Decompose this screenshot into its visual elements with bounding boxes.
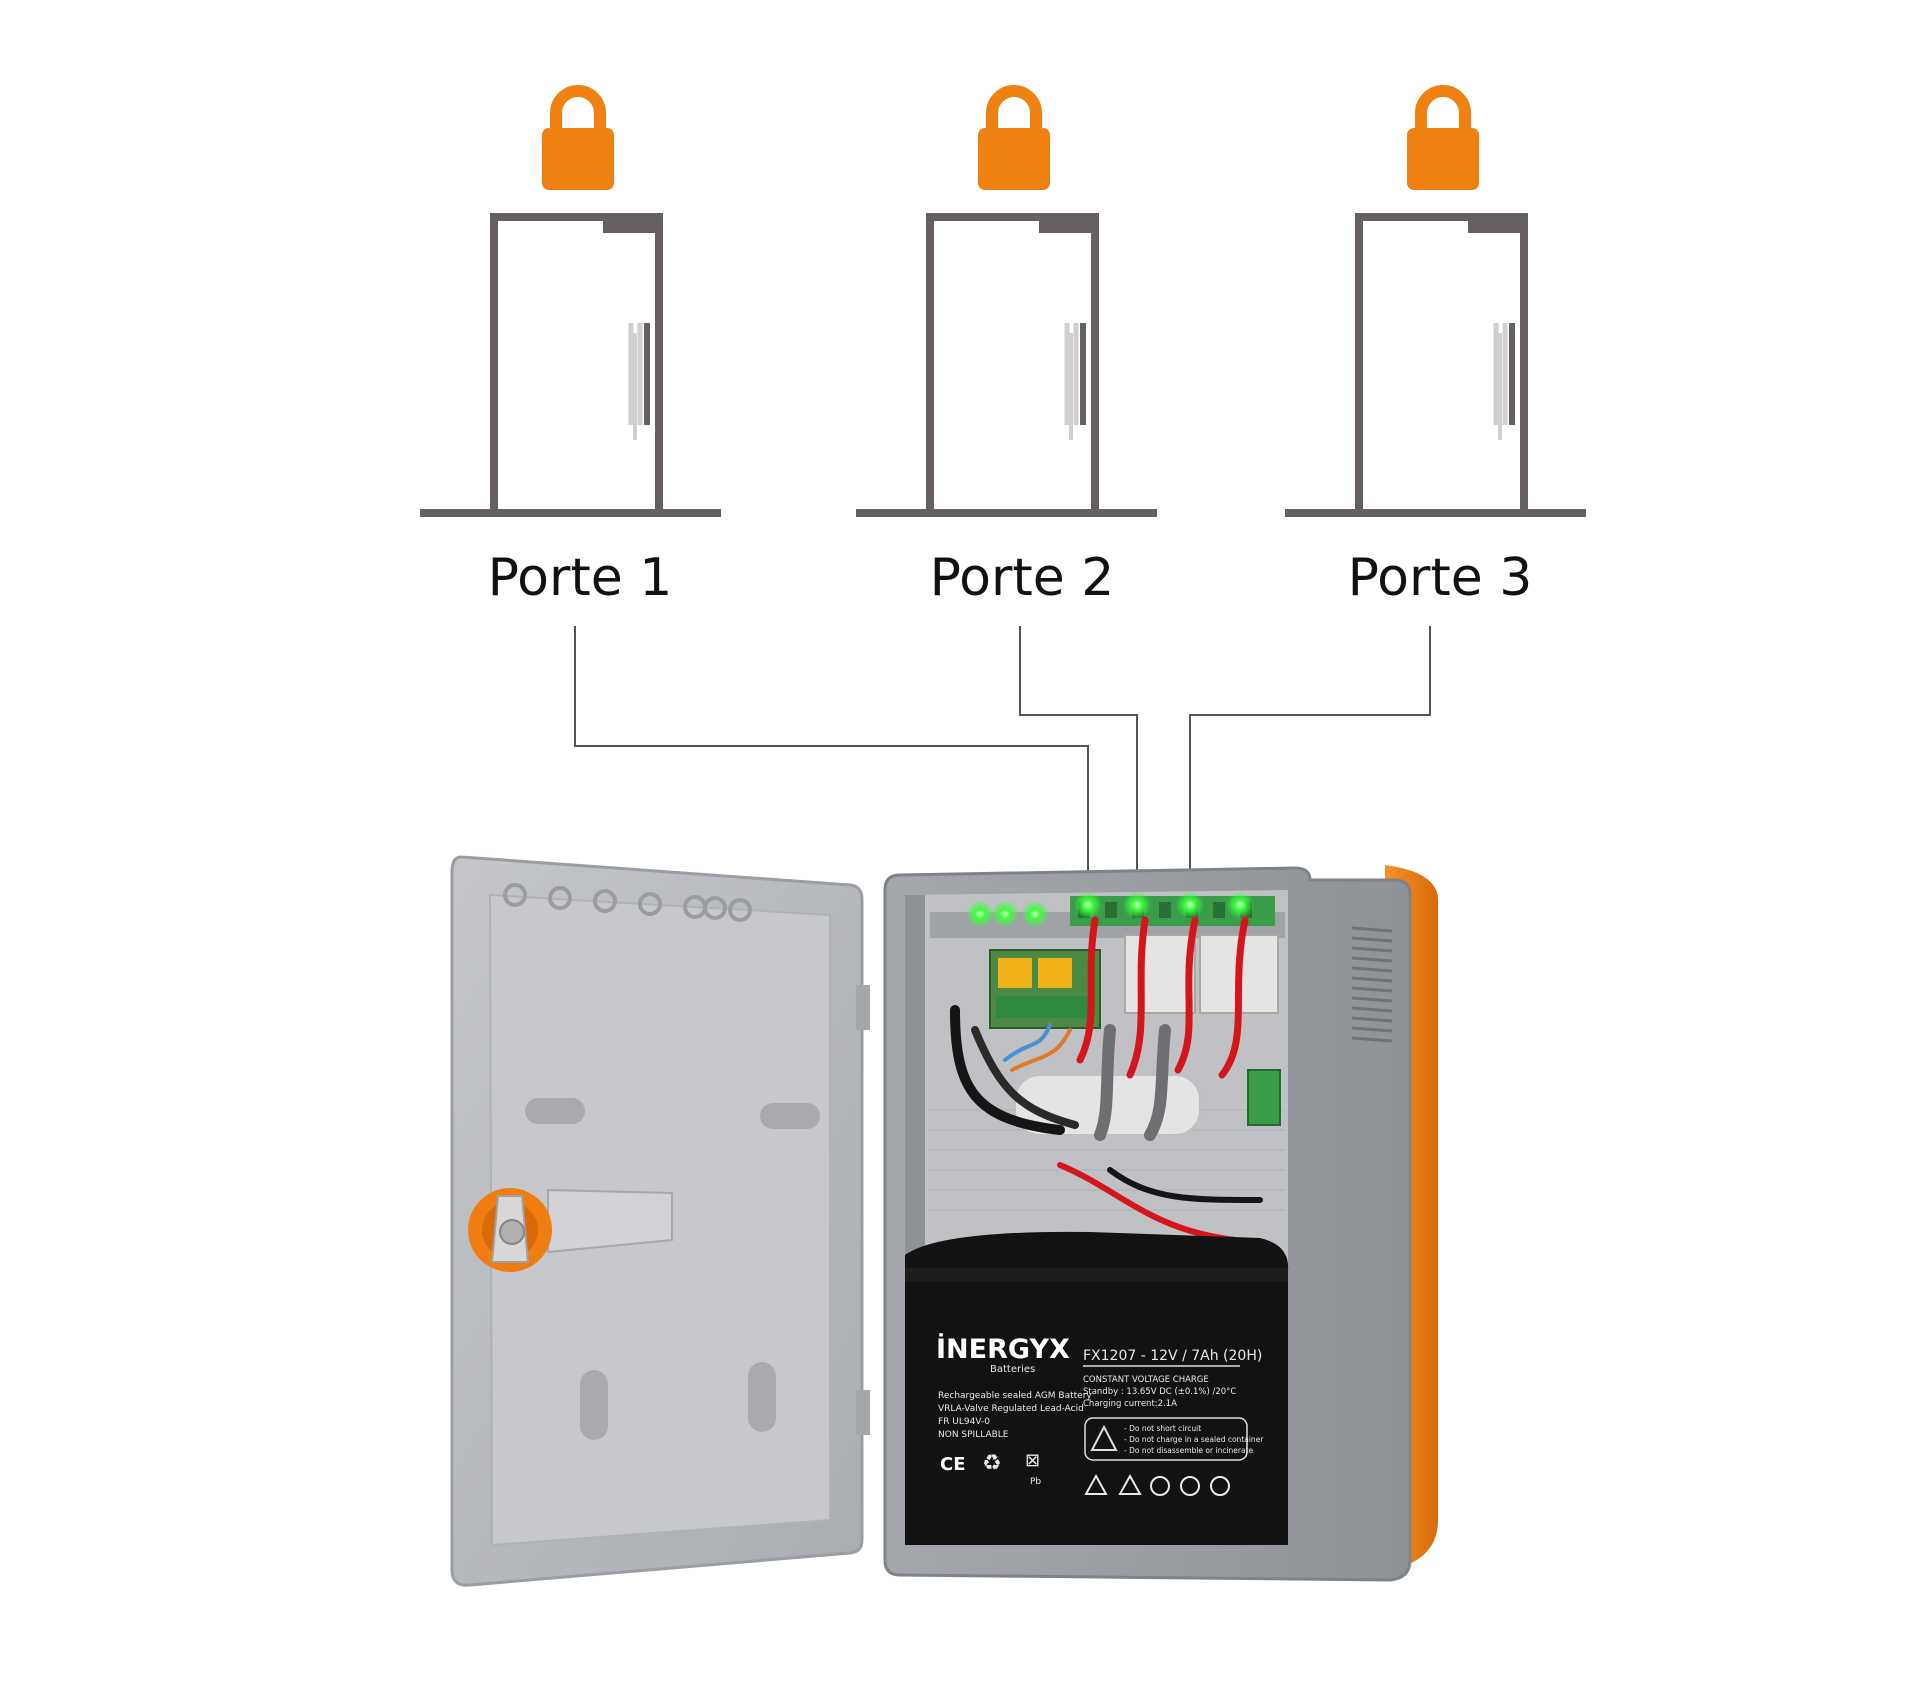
hazard-icon [1084, 1473, 1108, 1495]
lid-slot [760, 1103, 820, 1129]
battery-model: FX1207 - 12V / 7Ah (20H) [1083, 1348, 1262, 1364]
door-frame [926, 213, 1099, 513]
led-indicator-icon [1074, 891, 1102, 919]
lid-knockouts [503, 883, 752, 922]
power-supply-enclosure: İNERGYX Batteries Rechargeable sealed AG… [450, 855, 1438, 1587]
bin-icon: ⊠ [1025, 1450, 1040, 1471]
relay-terminals [996, 996, 1092, 1018]
wire-porte-1 [574, 626, 1089, 900]
led-indicator-icon [1123, 891, 1151, 919]
safety-icons [1084, 1473, 1230, 1496]
battery-left-line: NON SPILLABLE [938, 1430, 1009, 1440]
vent-grille [1351, 926, 1393, 1043]
doors-row [420, 85, 1586, 517]
lid-lock-cam-icon [468, 1188, 552, 1272]
enclosure-body: İNERGYX Batteries Rechargeable sealed AG… [883, 865, 1438, 1582]
eye-protection-icon [1210, 1476, 1230, 1496]
lid-slot [525, 1098, 585, 1124]
door-handle [628, 323, 643, 425]
led-indicator-icon [991, 900, 1019, 928]
enclosure-lid [450, 855, 870, 1587]
led-indicator-icon [1021, 900, 1049, 928]
door-frame [490, 213, 663, 513]
battery-spec-line: Charging current:2.1A [1083, 1399, 1177, 1409]
hinge [856, 1390, 870, 1435]
door-3 [1285, 85, 1586, 517]
relay [1038, 958, 1072, 988]
lid-slot [748, 1362, 776, 1432]
padlock-icon [978, 85, 1050, 190]
door-closer [1039, 221, 1091, 233]
relay [998, 958, 1032, 988]
door-label-2: Porte 2 [930, 548, 1115, 608]
door-closer [603, 221, 655, 233]
pb-mark: Pb [1030, 1477, 1041, 1487]
wire-porte-3 [1189, 626, 1431, 900]
padlock-icon [1407, 85, 1479, 190]
door-label-3: Porte 3 [1348, 548, 1533, 608]
warning-box [1084, 1417, 1248, 1461]
cables [950, 916, 1263, 1243]
wire-porte-2 [1019, 626, 1138, 900]
ce-mark: CE [940, 1454, 966, 1475]
power-module [1124, 934, 1196, 1014]
door-handle [1493, 323, 1508, 425]
no-flame-icon [1150, 1476, 1170, 1496]
battery-warning: - Do not charge in a sealed container [1124, 1435, 1264, 1444]
door-labels: Porte 1 Porte 2 Porte 3 [488, 548, 1533, 608]
battery: İNERGYX Batteries Rechargeable sealed AG… [905, 1231, 1289, 1545]
recycle-icon: ♻ [982, 1451, 1002, 1476]
lid-slot [580, 1370, 608, 1440]
battery-brand-sub: Batteries [990, 1364, 1035, 1375]
warning-triangle-icon [1090, 1424, 1118, 1451]
led-indicator-icon [966, 900, 994, 928]
battery-warning: - Do not disassemble or incinerate [1124, 1446, 1254, 1455]
led-indicator-icon [1176, 891, 1204, 919]
battery-left-line: FR UL94V-0 [938, 1417, 990, 1427]
battery-spec-line: Standby : 13.65V DC (±0.1%) /20°C [1083, 1387, 1236, 1397]
battery-left-line: VRLA-Valve Regulated Lead-Acid [938, 1404, 1084, 1414]
status-leds [966, 891, 1254, 928]
battery-brand: İNERGYX [936, 1333, 1070, 1365]
lid-label-plate [547, 1188, 673, 1254]
door-1 [420, 85, 721, 517]
door-handle [1064, 323, 1079, 425]
hinge [856, 985, 870, 1030]
wiring-lines [574, 626, 1431, 900]
battery-warning: - Do not short circuit [1124, 1424, 1201, 1433]
door-2 [856, 85, 1157, 517]
door-closer [1468, 221, 1520, 233]
door-label-1: Porte 1 [488, 548, 673, 608]
door-frame [1355, 213, 1528, 513]
flame-hazard-icon [1118, 1473, 1142, 1495]
battery-spec-line: CONSTANT VOLTAGE CHARGE [1083, 1375, 1209, 1385]
side-terminal [1247, 1069, 1281, 1126]
battery-left-line: Rechargeable sealed AGM Battery [938, 1391, 1092, 1401]
led-indicator-icon [1226, 891, 1254, 919]
acid-icon [1180, 1476, 1200, 1496]
padlock-icon [542, 85, 614, 190]
